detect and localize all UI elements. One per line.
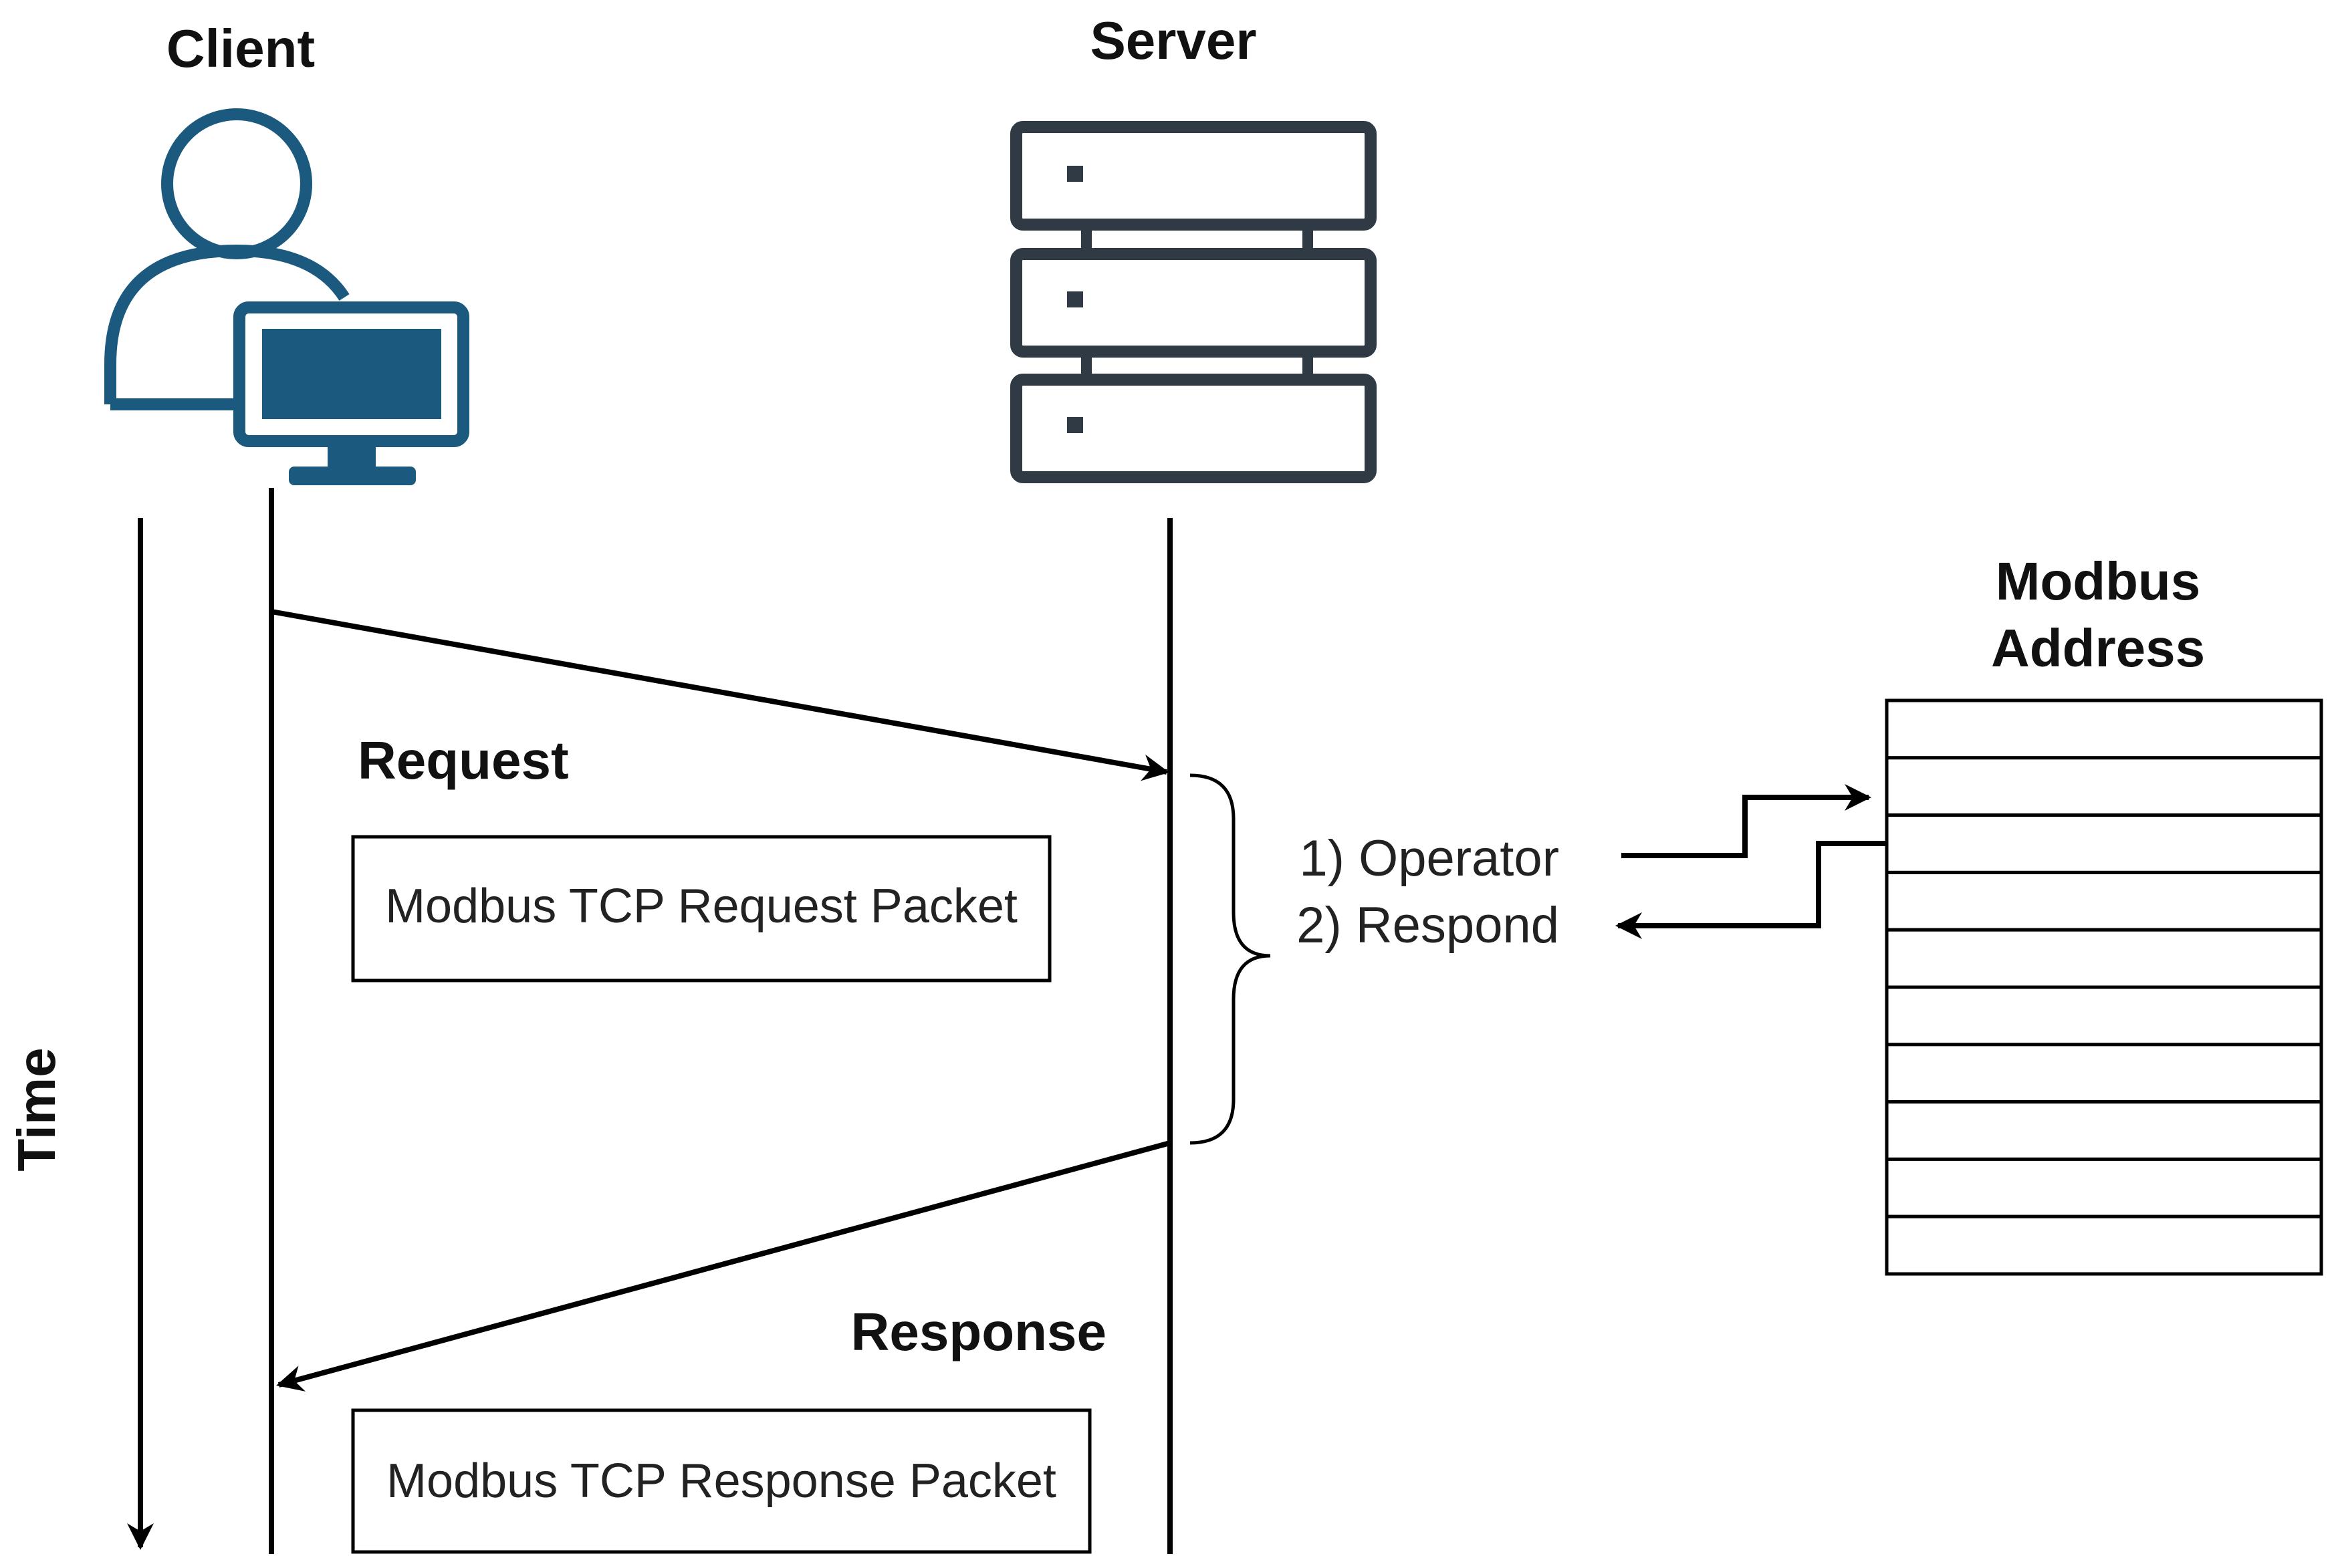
modbus-address-row [1885,1043,2323,1104]
modbus-address-row [1885,985,2323,1047]
user-computer-icon [104,108,469,485]
server-label: Server [1090,11,1256,70]
modbus-address-row [1885,813,2323,874]
request-label: Request [358,731,569,790]
modbus-address-title-line2: Address [1991,618,2205,678]
request-packet-box [351,835,1052,983]
modbus-address-row [1885,1157,2323,1218]
client-label: Client [166,19,315,78]
time-label: Time [7,1047,66,1171]
server-rack-icon [1010,121,1377,483]
modbus-address-row [1885,698,2323,760]
request-packet-label: Modbus TCP Request Packet [385,880,1018,933]
response-packet-label: Modbus TCP Response Packet [386,1454,1056,1508]
operator-arrow [1621,784,1871,858]
request-arrow [271,609,1169,781]
modbus-address-title-line1: Modbus [1996,551,2201,611]
modbus-address-row [1885,928,2323,989]
operator-step-label: 1) Operator [1299,830,1559,887]
response-packet-box [351,1408,1092,1554]
processing-brace [1189,773,1271,1145]
response-arrow [276,1140,1171,1392]
modbus-address-row [1885,1100,2323,1161]
modbus-address-row [1885,870,2323,932]
response-label: Response [851,1302,1106,1361]
modbus-address-row [1885,1214,2323,1276]
modbus-address-row [1885,756,2323,817]
modbus-address-table [1885,698,2323,1276]
respond-arrow [1615,841,1885,939]
respond-step-label: 2) Respond [1296,897,1559,954]
